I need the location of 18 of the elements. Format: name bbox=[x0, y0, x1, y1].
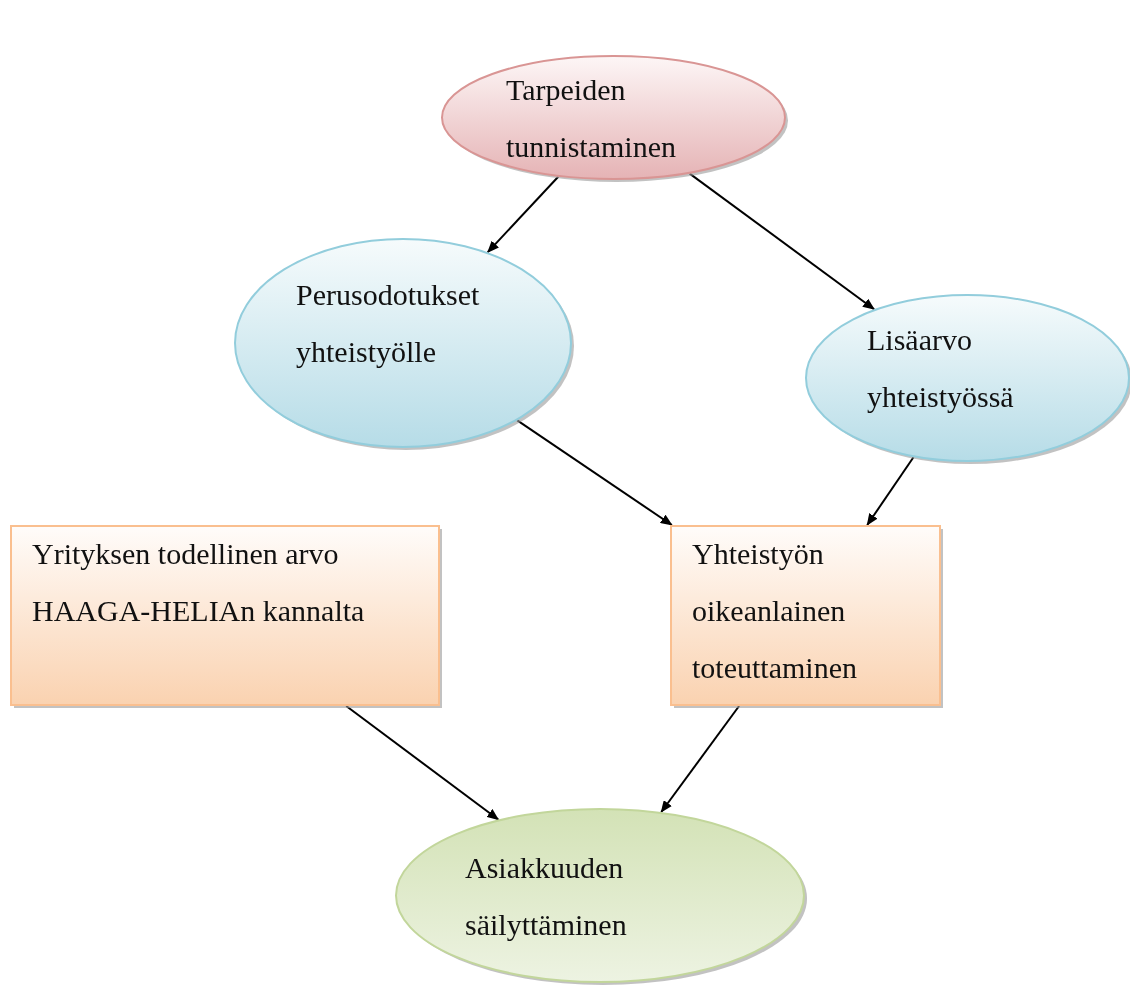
arrow bbox=[486, 175, 560, 254]
arrow bbox=[866, 456, 915, 526]
process-ellipse bbox=[441, 55, 786, 180]
node-label: Lisäarvo yhteistyössä bbox=[867, 322, 1015, 415]
node-label: Perusodotukset yhteistyölle bbox=[296, 277, 481, 370]
node-label: Yrityksen todellinen arvo HAAGA-HELIAn kannalta bbox=[32, 536, 366, 629]
arrow bbox=[345, 705, 500, 821]
arrow bbox=[688, 172, 876, 311]
arrow bbox=[516, 419, 673, 526]
process-ellipse bbox=[395, 808, 805, 983]
node-label: Yhteistyön oikeanlainen toteuttaminen bbox=[692, 536, 858, 686]
process-ellipse bbox=[805, 294, 1130, 462]
node-label: Tarpeiden tunnistaminen bbox=[506, 71, 677, 165]
process-ellipse bbox=[234, 238, 572, 448]
node-label: Asiakkuuden säilyttäminen bbox=[465, 849, 628, 943]
arrow bbox=[660, 705, 741, 813]
process-box bbox=[10, 525, 440, 706]
process-box bbox=[670, 525, 941, 706]
